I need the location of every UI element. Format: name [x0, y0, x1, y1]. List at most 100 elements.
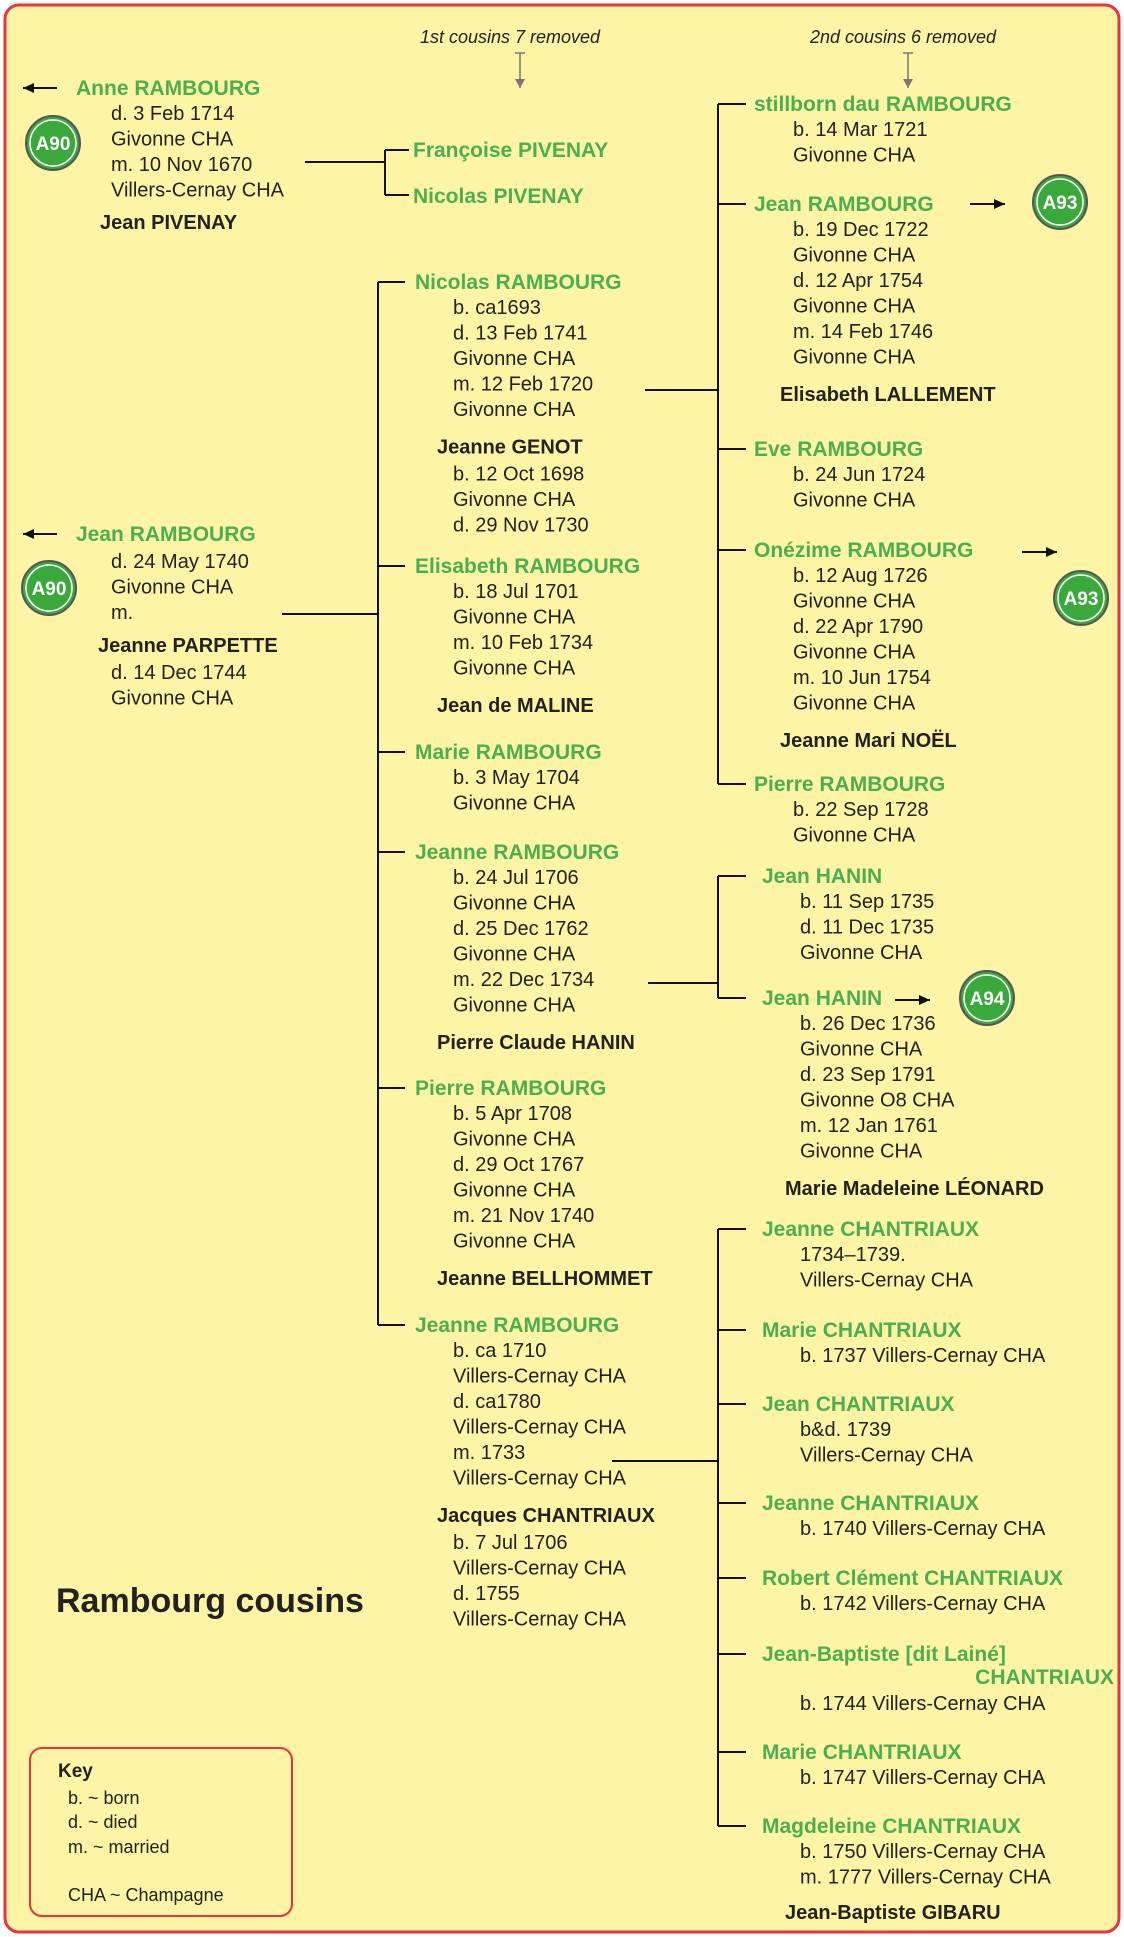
first-cousin-spouse: Jean de MALINE	[437, 695, 594, 717]
hanin-child-detail: Givonne CHA	[800, 1141, 923, 1163]
first-cousin-detail: Givonne CHA	[453, 658, 576, 680]
first-cousin-detail: b. ca1693	[453, 297, 541, 319]
rambourg-child-name: stillborn dau RAMBOURG	[754, 93, 1012, 116]
first-cousin-detail: Villers-Cernay CHA	[453, 1468, 627, 1490]
rambourg-child-name: Jean RAMBOURG	[754, 193, 934, 216]
chantriaux-child-name-cont: CHANTRIAUX	[975, 1666, 1114, 1689]
chantriaux-child-name: Jeanne CHANTRIAUX	[762, 1492, 979, 1515]
rambourg-child-detail: Givonne CHA	[793, 296, 916, 318]
first-cousin-detail: Givonne CHA	[453, 607, 576, 629]
first-cousin-detail: m. 1733	[453, 1442, 525, 1464]
badge-a94: A94	[959, 970, 1015, 1026]
key-line-born: b. ~ born	[68, 1788, 140, 1808]
chantriaux-child-name: Jeanne CHANTRIAUX	[762, 1218, 979, 1241]
rambourg-child-spouse: Jeanne Mari NOËL	[780, 729, 957, 752]
first-cousin-detail: Givonne CHA	[453, 348, 576, 370]
first-cousin-name: Marie RAMBOURG	[415, 741, 602, 764]
ancestor-detail: Villers-Cernay CHA	[111, 180, 285, 202]
rambourg-child-detail: b. 12 Aug 1726	[793, 565, 928, 587]
forward-arrow-a93-top	[970, 199, 1005, 209]
first-cousin-name: Jeanne RAMBOURG	[415, 1314, 619, 1337]
first-cousin-detail: Givonne CHA	[453, 1231, 576, 1253]
first-cousin-name: Elisabeth RAMBOURG	[415, 555, 640, 578]
first-cousin-detail: m. 10 Feb 1734	[453, 632, 593, 654]
chantriaux-child-detail: b. 1750 Villers-Cernay CHA	[800, 1841, 1046, 1863]
hanin-child-detail: d. 11 Dec 1735	[800, 917, 934, 939]
chantriaux-child-detail: m. 1777 Villers-Cernay CHA	[800, 1867, 1051, 1889]
first-cousin-detail: Givonne CHA	[453, 995, 576, 1017]
hanin-child-detail: b. 11 Sep 1735	[800, 891, 934, 913]
rambourg-child-detail: d. 22 Apr 1790	[793, 616, 923, 638]
hanin-child-detail: b. 26 Dec 1736	[800, 1013, 936, 1035]
chantriaux-child-detail: 1734–1739.	[800, 1244, 906, 1266]
chantriaux-child-spouse: Jean-Baptiste GIBARU	[785, 1902, 1001, 1924]
first-cousin-spouse: Jeanne GENOT	[437, 437, 583, 459]
chantriaux-child-name: Jean-Baptiste [dit Lainé]	[762, 1643, 1006, 1666]
rambourg-child-detail: Givonne CHA	[793, 693, 916, 715]
first-cousin-name: Jeanne RAMBOURG	[415, 841, 619, 864]
first-cousin-detail: m. 21 Nov 1740	[453, 1205, 594, 1227]
first-cousin-detail: m. 22 Dec 1734	[453, 969, 594, 991]
ancestor-name: Jean RAMBOURG	[76, 523, 256, 546]
badge-a90-mid: A90	[21, 560, 77, 616]
rambourg-child-detail: Givonne CHA	[793, 642, 916, 664]
first-cousin-detail: Givonne CHA	[453, 1129, 576, 1151]
first-cousin-detail: b. 3 May 1704	[453, 767, 580, 789]
first-cousin-detail: d. 13 Feb 1741	[453, 323, 588, 345]
first-cousin-detail: Givonne CHA	[453, 1180, 576, 1202]
rambourg-child-detail: b. 22 Sep 1728	[793, 799, 929, 821]
first-cousin-detail: Givonne CHA	[453, 793, 576, 815]
first-cousin-spouse: Jacques CHANTRIAUX	[437, 1505, 655, 1527]
chantriaux-child-name: Jean CHANTRIAUX	[762, 1393, 955, 1416]
rambourg-child-detail: b. 24 Jun 1724	[793, 464, 925, 486]
key-box	[29, 1747, 293, 1917]
first-cousin-spouse-detail: d. 1755	[453, 1583, 520, 1605]
chantriaux-child-name: Marie CHANTRIAUX	[762, 1741, 962, 1764]
first-cousin-spouse: Pierre Claude HANIN	[437, 1032, 635, 1054]
rambourg-child-detail: Givonne CHA	[793, 245, 916, 267]
hanin-child-name: Jean HANIN	[762, 987, 882, 1010]
ancestor-spouse-detail: Givonne CHA	[111, 688, 234, 710]
chart-title: Rambourg cousins	[56, 1582, 364, 1620]
chantriaux-child-detail: b. 1737 Villers-Cernay CHA	[800, 1345, 1046, 1367]
first-cousin-detail: d. ca1780	[453, 1391, 541, 1413]
rambourg-child-detail: Givonne CHA	[793, 825, 916, 847]
ancestor-spouse: Jean PIVENAY	[100, 212, 238, 234]
hanin-child-detail: Givonne O8 CHA	[800, 1090, 955, 1112]
first-cousin-spouse-detail: Villers-Cernay CHA	[453, 1558, 627, 1580]
back-arrow-jean	[23, 529, 57, 539]
child-name: Nicolas PIVENAY	[413, 185, 584, 208]
first-cousin-spouse-detail: Villers-Cernay CHA	[453, 1609, 627, 1631]
ancestor-detail: d. 24 May 1740	[111, 551, 249, 573]
key-line-died: d. ~ died	[68, 1812, 138, 1832]
chantriaux-child-detail: b&d. 1739	[800, 1419, 891, 1441]
rambourg-child-detail: Givonne CHA	[793, 591, 916, 613]
rambourg-child-name: Eve RAMBOURG	[754, 438, 923, 461]
first-cousin-detail: Villers-Cernay CHA	[453, 1366, 627, 1388]
badge-label: A90	[32, 579, 67, 600]
chantriaux-child-detail: b. 1740 Villers-Cernay CHA	[800, 1518, 1046, 1540]
first-cousin-detail: m. 12 Feb 1720	[453, 374, 593, 396]
chantriaux-child-name: Robert Clément CHANTRIAUX	[762, 1567, 1063, 1590]
badge-a90-top: A90	[25, 115, 81, 171]
badge-label: A90	[36, 134, 71, 155]
arrow-group	[23, 52, 1057, 1005]
header-first-cousins: 1st cousins 7 removed	[420, 27, 601, 47]
hanin-child-detail: Givonne CHA	[800, 1039, 923, 1061]
header-arrow-first	[515, 52, 525, 88]
first-cousin-spouse-detail: d. 29 Nov 1730	[453, 515, 589, 537]
chantriaux-child-detail: Villers-Cernay CHA	[800, 1270, 974, 1292]
chantriaux-child-name: Marie CHANTRIAUX	[762, 1319, 962, 1342]
rambourg-child-name: Pierre RAMBOURG	[754, 773, 945, 796]
first-cousin-name: Nicolas RAMBOURG	[415, 271, 622, 294]
first-cousin-name: Pierre RAMBOURG	[415, 1077, 606, 1100]
forward-arrow-a94	[895, 995, 930, 1005]
rambourg-child-detail: b. 14 Mar 1721	[793, 119, 928, 141]
ancestor-detail: m.	[111, 602, 133, 624]
first-cousin-spouse-detail: Givonne CHA	[453, 489, 576, 511]
ancestor-spouse: Jeanne PARPETTE	[98, 635, 278, 657]
first-cousin-detail: Givonne CHA	[453, 944, 576, 966]
hanin-child-name: Jean HANIN	[762, 865, 882, 888]
chantriaux-child-detail: Villers-Cernay CHA	[800, 1445, 974, 1467]
